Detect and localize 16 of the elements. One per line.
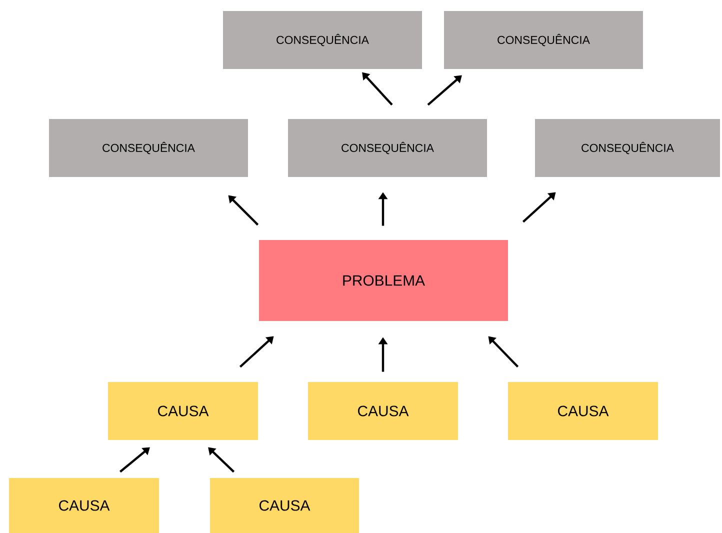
consequence-box: CONSEQUÊNCIA — [49, 118, 248, 177]
arrow — [208, 447, 235, 473]
arrow — [427, 75, 462, 106]
cause-box: CAUSA — [308, 382, 458, 440]
consequence-box: CONSEQUÊNCIA — [223, 11, 422, 69]
cause-box: CAUSA — [508, 382, 658, 440]
cause-box: CAUSA — [210, 478, 359, 533]
arrow — [228, 195, 259, 226]
consequence-box: CONSEQUÊNCIA — [444, 11, 643, 69]
cause-box: CAUSA — [9, 478, 159, 533]
consequence-box: CONSEQUÊNCIA — [288, 118, 487, 177]
arrow — [488, 336, 519, 368]
arrow — [120, 447, 150, 473]
problem-box: PROBLEMA — [259, 240, 508, 321]
cause-box: CAUSA — [108, 382, 258, 440]
consequence-box: CONSEQUÊNCIA — [535, 118, 720, 177]
